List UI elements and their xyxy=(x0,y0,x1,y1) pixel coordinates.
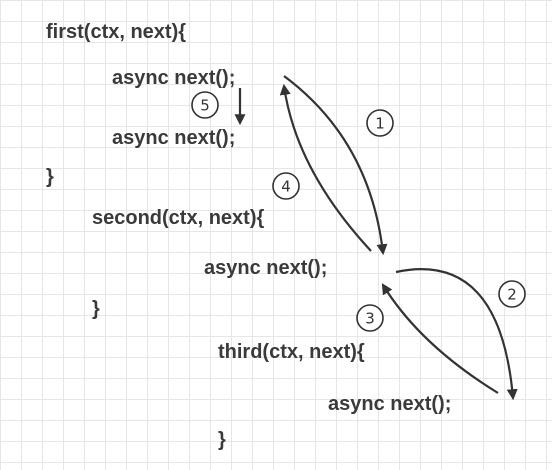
second-function-close: } xyxy=(92,298,100,320)
step-number-1: 1 xyxy=(375,115,385,133)
step-number-3: 3 xyxy=(365,310,375,328)
second-async-next-call: async next(); xyxy=(204,257,328,279)
step-badge-1: 1 xyxy=(366,109,394,137)
arrow-step-4 xyxy=(279,83,372,252)
third-function-close: } xyxy=(218,429,226,451)
arrow-step-1 xyxy=(283,75,388,256)
step-number-5: 5 xyxy=(200,97,210,115)
first-function-header: first(ctx, next){ xyxy=(46,21,187,43)
first-async-next-resume: async next(); xyxy=(112,127,236,149)
second-function-header: second(ctx, next){ xyxy=(92,207,265,229)
step-badge-4: 4 xyxy=(272,172,300,200)
third-async-next-call: async next(); xyxy=(328,393,452,415)
first-function-close: } xyxy=(46,166,54,188)
step-badge-5: 5 xyxy=(191,91,219,119)
third-function-header: third(ctx, next){ xyxy=(218,341,365,363)
step-number-4: 4 xyxy=(281,178,291,196)
arrow-step-2 xyxy=(395,268,518,401)
arrow-step-3 xyxy=(381,283,499,394)
first-async-next-call: async next(); xyxy=(112,67,236,89)
step-number-2: 2 xyxy=(507,286,517,304)
step-badge-2: 2 xyxy=(498,280,526,308)
step-badge-3: 3 xyxy=(356,304,384,332)
